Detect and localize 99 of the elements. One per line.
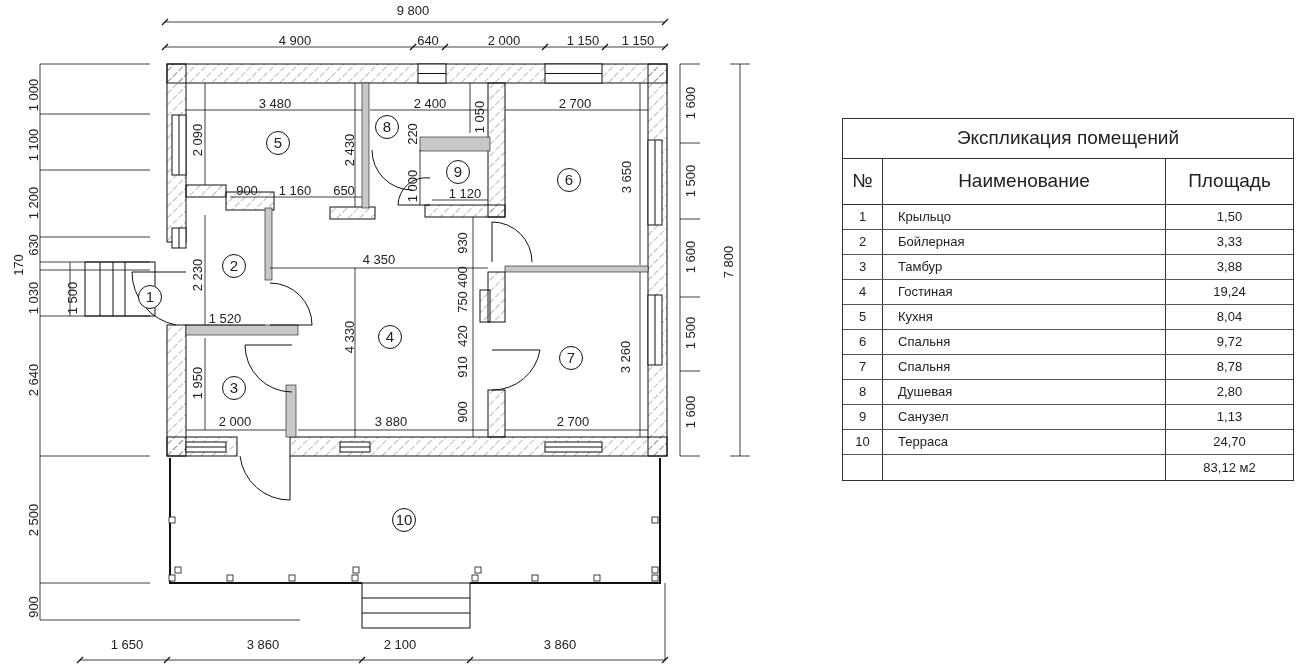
room-number: 8 — [375, 115, 399, 139]
dimension-label: 1 950 — [190, 366, 204, 400]
table-cell-text: 83,12 м2 — [1203, 458, 1256, 477]
table-cell-text: Гостиная — [898, 283, 953, 302]
room-number: 6 — [557, 168, 581, 192]
room-number: 4 — [378, 325, 402, 349]
table-cell-text: Спальня — [898, 333, 951, 352]
dimension-label: 2 640 — [26, 363, 40, 397]
table-cell-text: Терраса — [898, 433, 948, 452]
table-cell-text: Спальня — [898, 358, 951, 377]
dimension-label: 1 600 — [683, 240, 697, 274]
table-cell-text: Крыльцо — [898, 208, 952, 227]
table-cell-text: 24,70 — [1213, 433, 1246, 452]
table-title: Экспликация помещений — [843, 119, 1293, 159]
dimension-label: 650 — [333, 183, 355, 197]
dimension-label: 2 230 — [190, 258, 204, 292]
dimension-label: 4 350 — [362, 252, 396, 266]
table-cell-text: 3,33 — [1216, 233, 1243, 252]
dimension-label: 1 160 — [278, 183, 312, 197]
room-number: 9 — [446, 160, 470, 184]
dimension-label: 900 — [236, 183, 258, 197]
table-cell-text: 10 — [855, 433, 870, 452]
table-cell-text: 8,78 — [1216, 358, 1243, 377]
dimension-label: 1 050 — [472, 100, 486, 134]
room-number: 3 — [222, 376, 246, 400]
dimension-label: 3 860 — [246, 637, 280, 651]
dimension-label: 2 700 — [556, 414, 590, 428]
table-cell-text: 8,04 — [1216, 308, 1243, 327]
dimension-label: 4 330 — [342, 320, 356, 354]
dimension-label: 1 650 — [110, 637, 144, 651]
dimension-label: 640 — [417, 33, 439, 47]
dimension-label: 1 030 — [26, 281, 40, 315]
dimension-label: 900 — [26, 596, 40, 618]
table-cell-text: 6 — [858, 333, 867, 352]
table-cell-text: 4 — [858, 283, 867, 302]
dimension-label: 170 — [11, 254, 25, 276]
dimension-label: 1 500 — [683, 316, 697, 350]
table-cell-text: 1,50 — [1216, 208, 1243, 227]
dimension-label: 1 000 — [26, 78, 40, 112]
table-cell-text: 19,24 — [1213, 283, 1246, 302]
table-cell-text: 1 — [858, 208, 867, 227]
dimension-label: 900 — [455, 401, 469, 423]
dimension-label: 220 — [405, 123, 419, 145]
dimension-label: 910 — [455, 356, 469, 378]
dimension-label: 1 100 — [26, 128, 40, 162]
dimension-label: 2 000 — [487, 33, 521, 47]
dimension-label: 1 520 — [208, 311, 242, 325]
dimension-label: 2 100 — [383, 637, 417, 651]
dimension-label: 1 150 — [566, 33, 600, 47]
column-header: № — [843, 159, 883, 204]
dimension-label: 1 500 — [65, 281, 79, 315]
dimension-label: 2 090 — [190, 123, 204, 157]
dimension-label: 930 — [455, 232, 469, 254]
dimension-label: 2 500 — [26, 503, 40, 537]
dimension-label: 2 700 — [558, 96, 592, 110]
dimension-label: 4 900 — [278, 33, 312, 47]
dimension-label: 3 880 — [374, 414, 408, 428]
dimension-label: 630 — [26, 234, 40, 256]
dimension-label: 1 000 — [405, 169, 419, 203]
dimension-label: 3 650 — [619, 160, 633, 194]
dimension-label: 1 120 — [448, 186, 482, 200]
room-number: 2 — [222, 254, 246, 278]
dimension-label: 1 150 — [621, 33, 655, 47]
table-cell-text: Душевая — [898, 383, 953, 402]
dimension-label: 420 — [455, 325, 469, 347]
table-cell-text: 5 — [858, 308, 867, 327]
table-cell-text: Тамбур — [898, 258, 943, 277]
table-cell-text: 8 — [858, 383, 867, 402]
table-cell-text: 2 — [858, 233, 867, 252]
room-number: 5 — [266, 131, 290, 155]
dimension-label: 1 600 — [683, 395, 697, 429]
room-number: 10 — [392, 508, 416, 532]
table-cell-text: Бойлерная — [898, 233, 965, 252]
dimension-label: 3 480 — [258, 96, 292, 110]
room-number: 7 — [559, 346, 583, 370]
table-cell-text: 3,88 — [1216, 258, 1243, 277]
column-header: Наименование — [883, 159, 1166, 204]
table-cell-text: 9,72 — [1216, 333, 1243, 352]
dimension-label: 9 800 — [396, 3, 430, 17]
dimension-label: 2 430 — [342, 133, 356, 167]
dimension-label: 1 600 — [683, 86, 697, 120]
dimension-label: 3 860 — [543, 637, 577, 651]
dimension-label: 750 — [455, 291, 469, 313]
table-cell-text: 9 — [858, 408, 867, 427]
room-number: 1 — [138, 285, 162, 309]
table-cell-text: Кухня — [898, 308, 933, 327]
dimension-label: 2 000 — [218, 414, 252, 428]
dimension-label: 2 400 — [413, 96, 447, 110]
table-cell-text: 1,13 — [1216, 408, 1243, 427]
column-header: Площадь — [1187, 169, 1272, 194]
table-cell-text: 3 — [858, 258, 867, 277]
dimension-label: 1 200 — [26, 186, 40, 220]
table-cell-text: 2,80 — [1216, 383, 1243, 402]
table-cell-text: Санузел — [898, 408, 949, 427]
dimension-label: 1 500 — [683, 164, 697, 198]
dimension-label: 7 800 — [721, 245, 735, 279]
table-cell-text: 7 — [858, 358, 867, 377]
dimension-label: 400 — [455, 266, 469, 288]
dimension-label: 3 260 — [618, 340, 632, 374]
